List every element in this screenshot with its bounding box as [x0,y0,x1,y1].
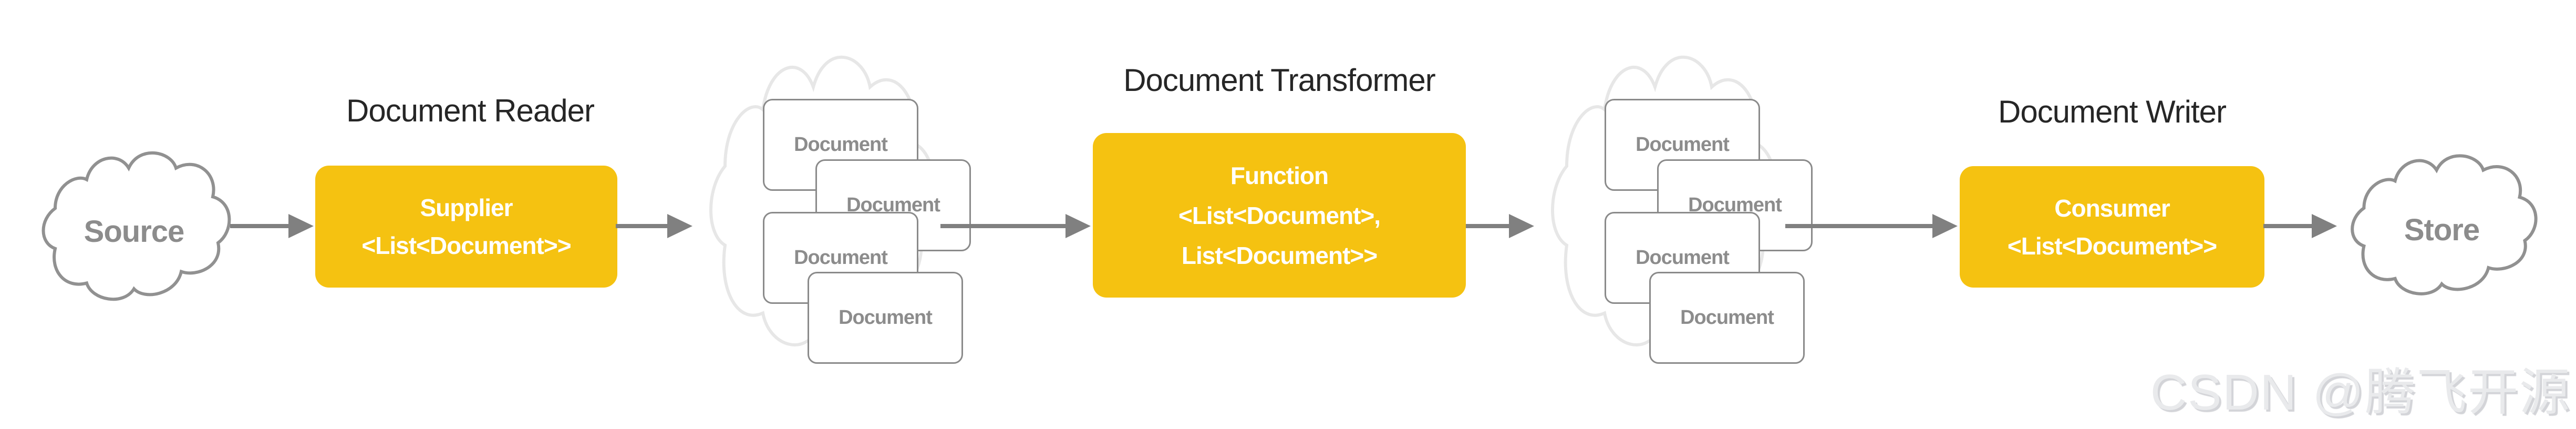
source-cloud: Source [29,139,239,323]
arrow-documents-to-consumer [1785,224,1933,228]
arrowhead-documents-to-consumer-icon [1932,214,1958,238]
store-label: Store [2404,212,2480,247]
document-card-label: Document [1636,247,1730,269]
source-label: Source [84,214,185,249]
function-box: Function <List<Document>, List<Document>… [1093,133,1466,298]
function-line-3: List<Document>> [1181,241,1378,269]
arrowhead-consumer-to-store-icon [2312,214,2337,238]
title-document-transformer: Document Transformer [1123,62,1436,98]
supplier-line-1: Supplier [420,194,513,221]
document-card-label: Document [794,134,888,156]
cloud-shape-icon [29,139,239,323]
document-card: Document [808,272,963,364]
arrow-supplier-to-documents [616,224,668,228]
arrowhead-source-to-supplier-icon [288,214,314,238]
arrowhead-function-to-documents-icon [1509,214,1534,238]
document-card: Document [1649,272,1805,364]
supplier-box: Supplier <List<Document>> [315,166,617,288]
document-card-label: Document [794,247,888,269]
document-card: Document [763,99,918,191]
csdn-watermark: CSDN @腾飞开源 [2150,364,2571,421]
arrow-documents-to-function [940,224,1067,228]
cloud-shape-icon [2338,143,2546,316]
arrow-consumer-to-store [2263,224,2313,228]
document-card-label: Document [1680,307,1774,329]
function-line-2: <List<Document>, [1178,201,1381,229]
consumer-line-2: <List<Document>> [2007,232,2217,260]
arrow-function-to-documents [1466,224,1510,228]
consumer-line-1: Consumer [2054,194,2170,222]
arrow-source-to-supplier [230,224,289,228]
title-document-reader: Document Reader [346,93,595,128]
arrowhead-supplier-to-documents-icon [667,214,692,238]
function-line-1: Function [1230,161,1329,189]
supplier-line-2: <List<Document>> [361,232,571,259]
document-card-label: Document [839,307,933,329]
arrowhead-documents-to-function-icon [1065,214,1091,238]
consumer-box: Consumer <List<Document>> [1960,166,2264,288]
title-document-writer: Document Writer [1998,94,2227,129]
document-card-label: Document [1636,134,1730,156]
store-cloud: Store [2338,143,2546,316]
